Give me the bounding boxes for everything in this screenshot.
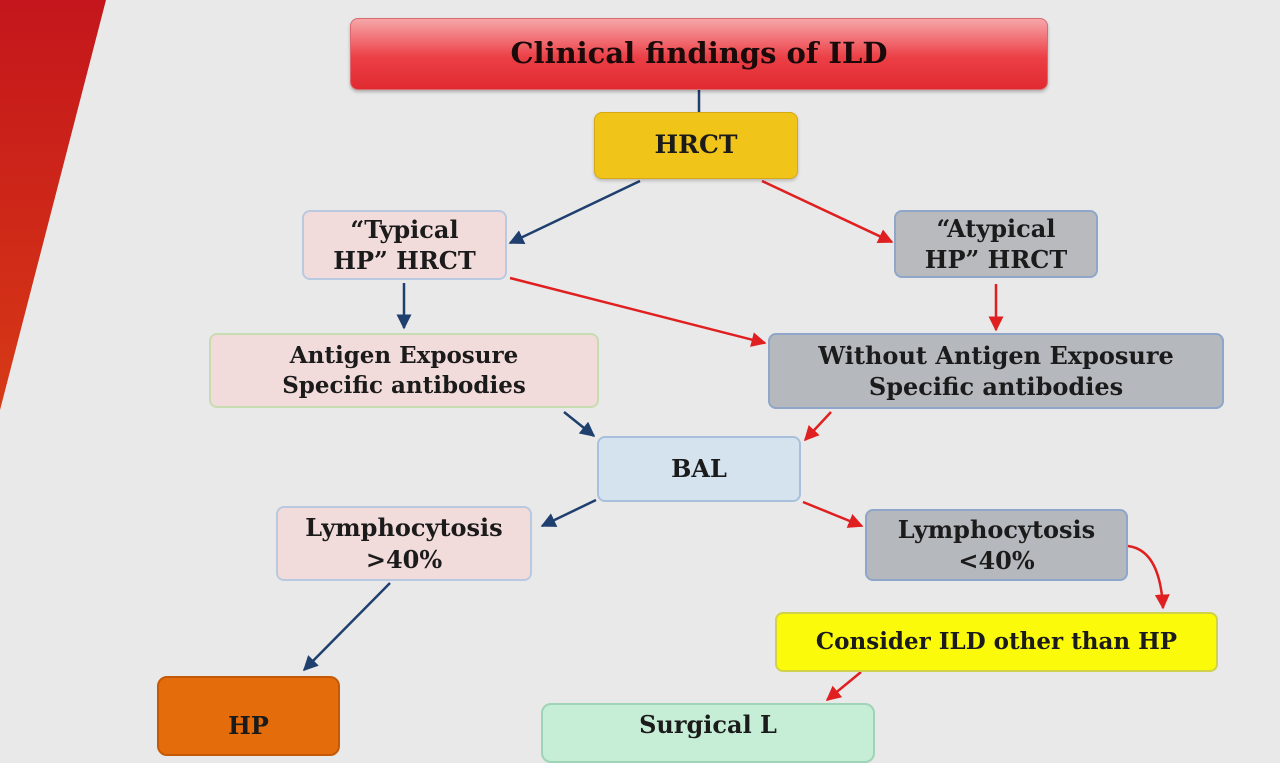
decorative-red-stripe [0, 0, 130, 720]
flow-arrows [302, 90, 1170, 701]
consider-text: Consider ILD other than HP [815, 628, 1178, 656]
arrow-without-antigen-bal [803, 411, 832, 442]
hrct-text: HRCT [654, 130, 738, 160]
antigen-exposure-box: Antigen Exposure Specific antibodies [209, 333, 599, 408]
arrow-lymph-low-consider [1127, 544, 1170, 610]
atypical-line1: “Atypical [936, 213, 1056, 243]
title-text: Clinical findings of ILD [510, 36, 888, 71]
lymph-high-line1: Lymphocytosis [305, 513, 503, 543]
arrow-antigen-bal [563, 411, 596, 437]
lymph-low-line2: <40% [958, 546, 1035, 575]
typical-hp-hrct-box: “Typical HP” HRCT [302, 210, 507, 280]
hp-text: HP [228, 711, 269, 740]
arrow-hrct-atypical [761, 179, 894, 244]
atypical-hp-hrct-box: “Atypical HP” HRCT [894, 210, 1098, 278]
lymphocytosis-low-box: Lymphocytosis <40% [865, 509, 1128, 581]
hp-box: HP [157, 676, 340, 756]
antigen-line2: Specific antibodies [282, 371, 526, 399]
arrow-bal-lymph-high [540, 498, 597, 528]
without-antigen-line2: Specific antibodies [868, 372, 1124, 401]
arrow-lymph-high-hp [302, 582, 391, 672]
lymph-high-line2: >40% [365, 544, 443, 574]
surgical-text: Surgical L [639, 710, 777, 739]
without-antigen-exposure-box: Without Antigen Exposure Specific antibo… [768, 333, 1224, 409]
antigen-line1: Antigen Exposure [289, 341, 519, 369]
surgical-box: Surgical L [541, 703, 875, 763]
arrow-hrct-typical [508, 179, 641, 245]
arrow-typical-without-antigen [509, 276, 767, 347]
arrow-consider-surgical [825, 671, 862, 701]
bal-text: BAL [671, 454, 727, 484]
consider-ild-box: Consider ILD other than HP [775, 612, 1218, 672]
lymph-low-line1: Lymphocytosis [897, 514, 1096, 544]
typical-line1: “Typical [350, 214, 459, 244]
hrct-box: HRCT [594, 112, 798, 179]
arrow-bal-lymph-low [802, 500, 864, 528]
lymphocytosis-high-box: Lymphocytosis >40% [276, 506, 532, 581]
typical-line2: HP” HRCT [333, 246, 476, 275]
without-antigen-line1: Without Antigen Exposure [818, 340, 1174, 370]
bal-box: BAL [597, 436, 801, 502]
title-box: Clinical findings of ILD [350, 18, 1048, 90]
atypical-line2: HP” HRCT [924, 245, 1068, 274]
